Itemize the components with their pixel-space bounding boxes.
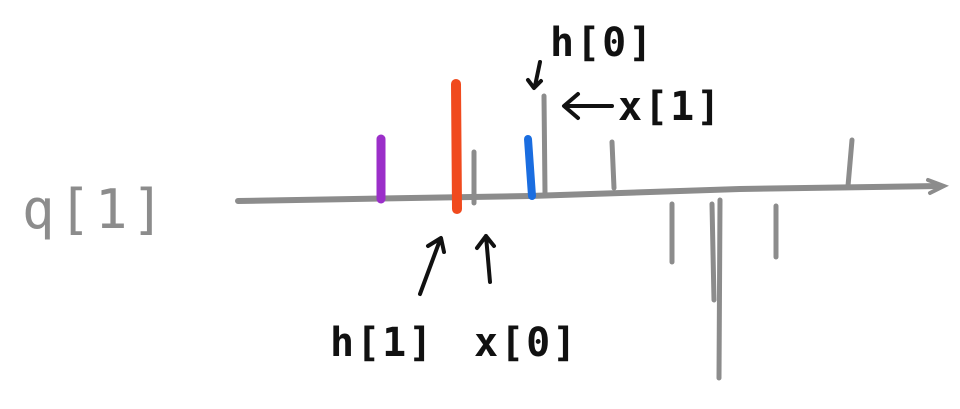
stem-gray — [609, 139, 617, 191]
stem-gray-negative — [716, 197, 723, 381]
stem-h0 — [541, 93, 548, 196]
label-x1: x[1] — [618, 84, 722, 130]
axis-arrowhead-icon — [926, 178, 949, 195]
stem-gray — [845, 137, 855, 189]
time-axis — [235, 183, 943, 204]
stem-gray-negative — [709, 201, 717, 303]
label-h0: h[0] — [550, 20, 654, 66]
arrow-up-x0-icon — [475, 234, 496, 284]
pointer-h0-icon — [526, 60, 543, 90]
label-h1: h[1] — [330, 320, 434, 366]
arrow-left-icon — [562, 92, 614, 120]
axis-label: q[1] — [22, 178, 168, 241]
stem-h1-orange — [451, 79, 462, 214]
label-x0: x[0] — [474, 320, 578, 366]
arrow-up-h1-icon — [418, 236, 446, 296]
stem-blue — [524, 135, 536, 200]
